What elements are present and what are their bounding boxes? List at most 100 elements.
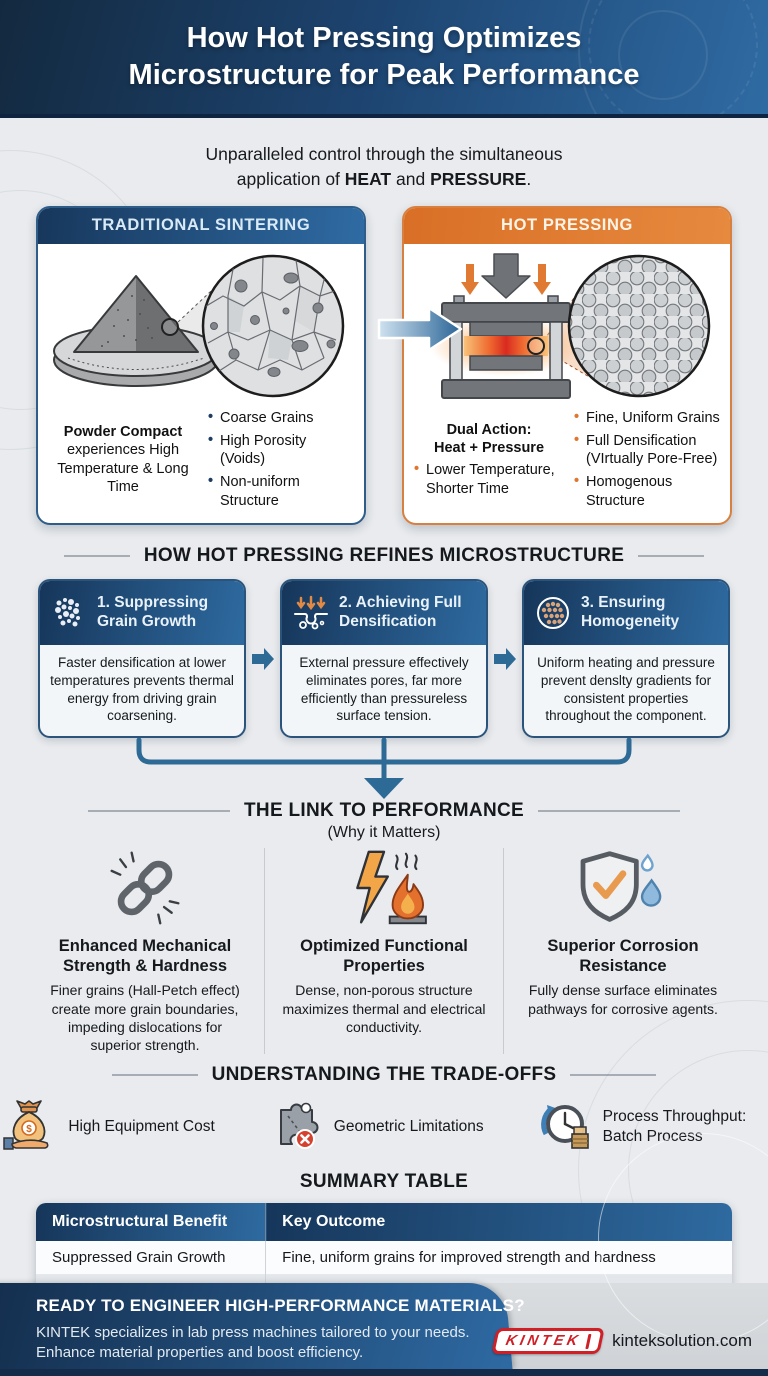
footer-headline: READY TO ENGINEER HIGH-PERFORMANCE MATER… bbox=[36, 1296, 525, 1315]
bullet-item: Homogenous Structure bbox=[574, 472, 720, 511]
brand-block: KINTEK kinteksolution.com bbox=[490, 1328, 752, 1354]
step1-body: Faster densification at lower temperatur… bbox=[50, 654, 234, 724]
heat-keyword: HEAT bbox=[344, 168, 392, 189]
decor-ring bbox=[618, 10, 708, 100]
table-cell: Fine, uniform grains for improved streng… bbox=[282, 1249, 656, 1267]
tradeoff-item-cost: $ High Equipment Cost bbox=[3, 1098, 215, 1155]
transition-arrow-icon bbox=[377, 306, 463, 351]
step3-body: Uniform heating and pressure prevent den… bbox=[537, 654, 715, 724]
step1-header: 1. Suppressing Grain Growth bbox=[40, 580, 244, 645]
chain-link-icon bbox=[42, 848, 248, 928]
hot-bullet-list: Fine, Uniform Grains Full Densification … bbox=[564, 407, 720, 513]
hot-caption-title1: Dual Action: bbox=[446, 421, 532, 438]
step1-title: 1. Suppressing Grain Growth bbox=[97, 594, 209, 630]
step-arrow-icon bbox=[488, 579, 522, 738]
grain-dots-icon bbox=[49, 595, 89, 631]
merge-connector-arrow bbox=[136, 738, 632, 800]
performance-title: Enhanced Mechanical Strength & Hardness bbox=[58, 937, 232, 976]
footer-text: READY TO ENGINEER HIGH-PERFORMANCE MATER… bbox=[36, 1296, 525, 1364]
bullet-item: Full Densification (VIrtually Pore-Free) bbox=[574, 431, 720, 470]
bolt-flame-icon bbox=[281, 848, 487, 928]
performance-title: Optimized Functional Properties bbox=[300, 937, 468, 976]
page-title-line2: Microstructure for Peak Performance bbox=[128, 59, 640, 91]
pressure-arrows-icon bbox=[291, 595, 331, 631]
footer-line2: Enhance material properties and boost ef… bbox=[36, 1344, 364, 1362]
intro-line2: application of HEAT and PRESSURE. bbox=[236, 168, 532, 189]
tradeoffs-items: $ High Equipment Cost Geomet bbox=[0, 1098, 768, 1155]
performance-body: Finer grains (Hall-Petch effect) create … bbox=[50, 982, 240, 1053]
performance-item-mechanical: Enhanced Mechanical Strength & Hardness … bbox=[26, 848, 264, 1054]
page-title: How Hot Pressing Optimizes Microstructur… bbox=[129, 20, 640, 94]
performance-body: Fully dense surface eliminates pathways … bbox=[528, 982, 718, 1017]
table-cell: Suppressed Grain Growth bbox=[36, 1241, 267, 1275]
hot-pressing-card-header: HOT PRESSING bbox=[404, 207, 730, 244]
tradeoff-label: Geometric Limitations bbox=[333, 1117, 484, 1135]
kintek-logo-text: KINTEK bbox=[503, 1333, 583, 1349]
bullet-item: Coarse Grains bbox=[208, 408, 354, 428]
pressure-keyword: PRESSURE bbox=[430, 168, 527, 189]
svg-text:$: $ bbox=[27, 1124, 33, 1135]
performance-body: Dense, non-porous structure maximizes th… bbox=[282, 982, 486, 1035]
puzzle-x-icon bbox=[269, 1098, 325, 1155]
shield-droplet-icon bbox=[520, 848, 726, 928]
footer-line1: KINTEK specializes in lab press machines… bbox=[36, 1324, 470, 1341]
hero-banner: How Hot Pressing Optimizes Microstructur… bbox=[0, 0, 768, 118]
website-link[interactable]: kinteksolution.com bbox=[612, 1331, 752, 1350]
performance-title: Superior Corrosion Resistance bbox=[547, 937, 699, 976]
hot-caption-row: Dual Action: Heat + Pressure Lower Tempe… bbox=[414, 407, 720, 513]
step-card-suppressing-grain-growth: 1. Suppressing Grain Growth Faster densi… bbox=[38, 578, 246, 739]
page-title-line1: How Hot Pressing Optimizes bbox=[186, 21, 582, 54]
bullet-item: Non-uniform Structure bbox=[208, 472, 354, 511]
decor-ring bbox=[578, 0, 768, 114]
traditional-caption-title: Powder Compact bbox=[63, 423, 183, 440]
bullet-item: Fine, Uniform Grains bbox=[574, 408, 720, 428]
step3-title: 3. Ensuring Homogeneity bbox=[581, 594, 680, 630]
logo-slash bbox=[585, 1333, 592, 1349]
tradeoffs-section-heading: UNDERSTANDING THE TRADE-OFFS bbox=[112, 1064, 656, 1086]
traditional-caption: Powder Compact experiences High Temperat… bbox=[48, 407, 198, 513]
refine-steps: 1. Suppressing Grain Growth Faster densi… bbox=[34, 578, 734, 739]
traditional-caption-body: experiences High Temperature & Long Time bbox=[57, 442, 189, 496]
intro-line1: Unparalleled control through the simulta… bbox=[205, 144, 563, 164]
intro-text: Unparalleled control through the simulta… bbox=[0, 142, 768, 192]
bullet-item: Lower Temperature, Shorter Time bbox=[414, 460, 564, 499]
hot-caption-title2: Heat + Pressure bbox=[433, 440, 545, 457]
performance-subheading: (Why it Matters) bbox=[327, 824, 441, 842]
performance-item-corrosion: Superior Corrosion Resistance Fully dens… bbox=[503, 848, 742, 1055]
step-card-achieving-full-densification: 2. Achieving Full Densification External… bbox=[280, 578, 488, 739]
summary-table-heading: SUMMARY TABLE bbox=[299, 1171, 469, 1193]
traditional-caption-row: Powder Compact experiences High Temperat… bbox=[48, 407, 354, 513]
hot-caption-bullet: Lower Temperature, Shorter Time bbox=[414, 460, 564, 499]
decor-ring bbox=[588, 0, 758, 114]
traditional-card-header: TRADITIONAL SINTERING bbox=[38, 207, 364, 244]
traditional-card-body: Powder Compact experiences High Temperat… bbox=[38, 244, 364, 523]
step-card-ensuring-homogeneity: 3. Ensuring Homogeneity Uniform heating … bbox=[522, 578, 730, 739]
hot-pressing-card-body: Dual Action: Heat + Pressure Lower Tempe… bbox=[404, 244, 730, 523]
hot-press-illustration bbox=[430, 252, 711, 399]
clock-batch-icon bbox=[538, 1098, 594, 1155]
refine-section-heading: HOW HOT PRESSING REFINES MICROSTRUCTURE bbox=[64, 545, 704, 567]
step3-header: 3. Ensuring Homogeneity bbox=[524, 580, 728, 645]
tradeoff-item-geometry: Geometric Limitations bbox=[269, 1098, 484, 1155]
step2-body: External pressure effectively eliminates… bbox=[299, 654, 469, 724]
comparison-section: TRADITIONAL SINTERING bbox=[36, 205, 732, 525]
hot-pressing-card: HOT PRESSING bbox=[402, 205, 732, 525]
performance-section-heading: THE LINK TO PERFORMANCE bbox=[88, 800, 680, 822]
step2-title: 2. Achieving Full Densification bbox=[339, 594, 462, 630]
step-arrow-icon bbox=[246, 579, 280, 738]
money-bag-hand-icon: $ bbox=[3, 1098, 59, 1155]
traditional-sintering-card: TRADITIONAL SINTERING bbox=[36, 205, 366, 525]
powder-compact-illustration bbox=[53, 254, 345, 397]
hot-caption: Dual Action: Heat + Pressure Lower Tempe… bbox=[414, 407, 564, 513]
column-header-benefit: Microstructural Benefit bbox=[36, 1203, 267, 1242]
tradeoff-item-throughput: Process Throughput: Batch Process bbox=[538, 1098, 765, 1155]
tradeoff-label: High Equipment Cost bbox=[68, 1117, 215, 1135]
bullet-item: High Porosity (Voids) bbox=[208, 431, 354, 470]
performance-item-functional: Optimized Functional Properties Dense, n… bbox=[264, 848, 503, 1055]
step2-header: 2. Achieving Full Densification bbox=[282, 580, 486, 645]
uniform-dots-icon bbox=[533, 595, 573, 631]
decor-ring bbox=[598, 1133, 768, 1343]
traditional-bullet-list: Coarse Grains High Porosity (Voids) Non-… bbox=[198, 407, 354, 513]
footer-bottom-strip bbox=[0, 1369, 768, 1376]
